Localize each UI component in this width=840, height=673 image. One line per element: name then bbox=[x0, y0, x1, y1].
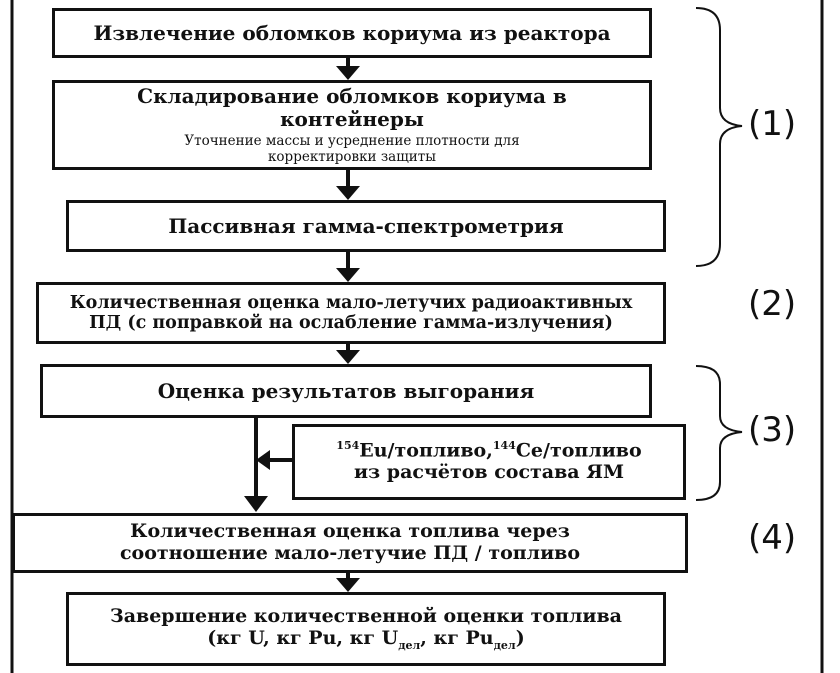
brace-group-3 bbox=[695, 365, 743, 501]
step-ratio-line2: из расчётов состава ЯМ bbox=[353, 461, 625, 484]
brace-group-1 bbox=[695, 7, 743, 267]
step-burnup-box: Оценка результатов выгорания bbox=[40, 364, 652, 418]
step-store-box: Складирование обломков кориума в контейн… bbox=[52, 80, 652, 170]
step-gamma-box: Пассивная гамма-спектрометрия bbox=[66, 200, 666, 252]
step-ratio-box: 154Eu/топливо,144Ce/топливо из расчётов … bbox=[292, 424, 686, 500]
step-final-line2: (кг U, кг Pu, кг Uдел, кг Puдел) bbox=[207, 626, 525, 652]
final-pu-sub: дел bbox=[493, 638, 516, 652]
step-fuel-box: Количественная оценка топлива через соот… bbox=[12, 513, 688, 573]
step-final-line1: Завершение количественной оценки топлива bbox=[110, 604, 622, 627]
final-kg-pu-text: , кг Pu bbox=[420, 626, 494, 649]
arrow-store-to-gamma bbox=[336, 170, 360, 200]
step-extract-label: Извлечение обломков кориума из реактора bbox=[93, 20, 611, 45]
ratio-ce-text: Ce/топливо bbox=[515, 439, 642, 462]
final-close-paren: ) bbox=[515, 626, 525, 649]
step-store-note: Уточнение массы и усреднение плотности д… bbox=[184, 132, 520, 165]
group-label-3: (3) bbox=[748, 410, 797, 450]
arrow-burnup-to-fuel bbox=[244, 418, 268, 512]
group-label-2: (2) bbox=[748, 284, 797, 324]
arrow-fuel-to-final bbox=[336, 573, 360, 592]
step-store-label: Складирование обломков кориума в контейн… bbox=[137, 83, 567, 131]
arrow-extract-to-store bbox=[336, 58, 360, 80]
arrow-ratio-to-branch bbox=[256, 450, 292, 470]
arrow-quant-to-burnup bbox=[336, 344, 360, 364]
step-quant-line2: ПД (с поправкой на ослабление гамма-излу… bbox=[89, 313, 613, 333]
final-kg-u-text: (кг U, кг Pu, кг U bbox=[207, 626, 399, 649]
step-ratio-line1: 154Eu/топливо,144Ce/топливо bbox=[336, 438, 642, 462]
step-gamma-label: Пассивная гамма-спектрометрия bbox=[168, 213, 564, 238]
step-final-box: Завершение количественной оценки топлива… bbox=[66, 592, 666, 666]
step-burnup-label: Оценка результатов выгорания bbox=[157, 378, 535, 403]
final-u-sub: дел bbox=[398, 638, 421, 652]
isotope-144-sup: 144 bbox=[492, 438, 516, 452]
step-extract-box: Извлечение обломков кориума из реактора bbox=[52, 8, 652, 58]
step-quant-box: Количественная оценка мало-летучих радио… bbox=[36, 282, 666, 344]
ratio-eu-text: Eu/топливо, bbox=[359, 439, 493, 462]
group-label-4: (4) bbox=[748, 518, 797, 558]
arrow-gamma-to-quant bbox=[336, 252, 360, 282]
step-fuel-line1: Количественная оценка топлива через bbox=[130, 520, 570, 543]
step-quant-line1: Количественная оценка мало-летучих радио… bbox=[69, 292, 633, 313]
group-label-1: (1) bbox=[748, 104, 797, 144]
isotope-154-sup: 154 bbox=[336, 438, 360, 452]
step-fuel-line2: соотношение мало-летучие ПД / топливо bbox=[119, 542, 581, 564]
